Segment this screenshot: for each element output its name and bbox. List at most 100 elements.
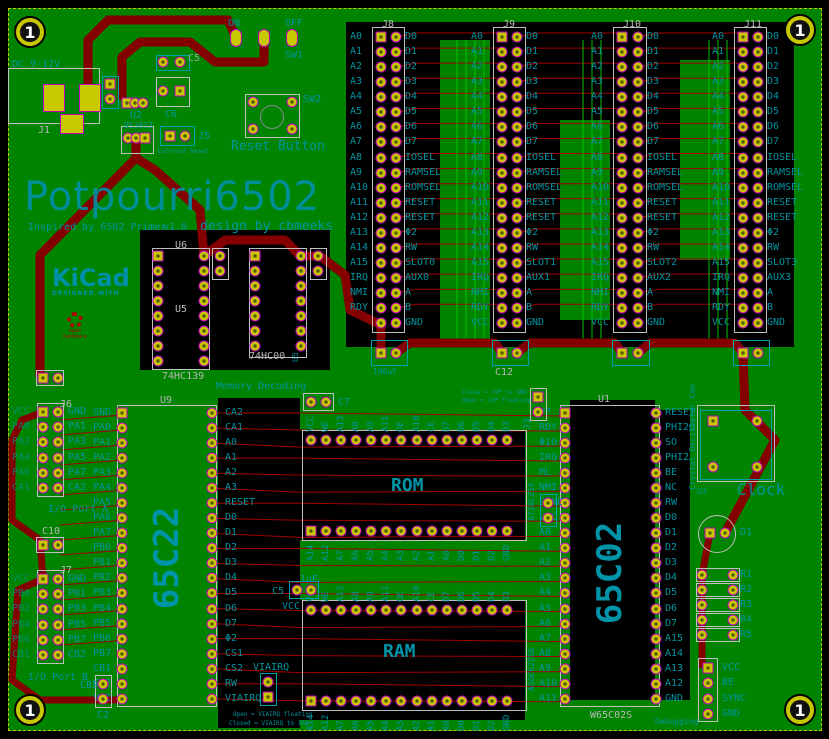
pin-label: AUX1 [526, 272, 551, 284]
header-pin [511, 91, 523, 103]
oshw-text: open hardware [63, 328, 87, 340]
button-pin [247, 123, 259, 135]
chip-ref: U9 [160, 395, 173, 406]
signal-trace [211, 442, 566, 448]
header-pin [616, 91, 628, 103]
pin-label: A14 [350, 241, 369, 253]
header-ref: J9 [503, 19, 516, 30]
chip-pin [350, 695, 362, 707]
cap-outline [156, 55, 190, 71]
header-pin [375, 106, 387, 118]
pin-label: A6 [351, 550, 362, 561]
switch-pin [258, 29, 270, 47]
chip-part: AS6C62256 [527, 647, 536, 691]
header-pin [375, 167, 387, 179]
pin-label: CA2 [68, 482, 87, 493]
pin-label: A0 [225, 437, 238, 449]
header-pin [616, 136, 628, 148]
switch-pin [230, 29, 242, 47]
pin-label: A15 [471, 257, 490, 269]
chip-pin [650, 557, 662, 569]
header-pin [496, 136, 508, 148]
header-pin [616, 242, 628, 254]
pin-label: D0 [456, 720, 467, 731]
resistor-pin [696, 614, 708, 626]
header-pin [511, 61, 523, 73]
pin-label: RDY [591, 302, 610, 314]
chip-pin [501, 434, 513, 446]
chip-pin [650, 527, 662, 539]
port-trace [59, 504, 123, 511]
pin-label: A9 [350, 166, 363, 178]
port-trace [59, 429, 123, 436]
chip-pin [471, 525, 483, 537]
chip-pin [365, 525, 377, 537]
header-pin [375, 136, 387, 148]
ground-clearance-zone [570, 400, 655, 700]
chip-pin [335, 525, 347, 537]
header-pin [752, 257, 764, 269]
pin-label: A14 [712, 241, 731, 253]
chip-pin [650, 407, 662, 419]
chip-pin [471, 695, 483, 707]
chip-pin [206, 648, 218, 660]
chip-pin [650, 482, 662, 494]
header-pin [616, 46, 628, 58]
mounting-hole: 1 [784, 14, 816, 46]
pin-label: IOSEL [526, 151, 557, 163]
cap-label: CB2 [80, 680, 99, 691]
chip-pin [116, 693, 128, 705]
signal-trace [212, 547, 566, 552]
chip-pin [456, 604, 468, 616]
pin-label: RAMSEL [526, 166, 563, 178]
debug-header-outline [698, 658, 718, 722]
pin-label: PB3 [68, 603, 87, 615]
pin-label: A0 [591, 31, 604, 42]
port-pin [52, 421, 64, 433]
pin-label: PB5 [68, 618, 87, 630]
button-pin [247, 96, 259, 108]
chip-pin [206, 437, 218, 449]
header-pin [511, 182, 523, 194]
header-pin [375, 152, 387, 164]
chip-pin [206, 467, 218, 479]
mounting-hole: 1 [784, 694, 816, 726]
pin-label: PB0 [93, 542, 112, 554]
chip-pin [559, 527, 571, 539]
port-pin [37, 619, 49, 631]
chip-pin [206, 572, 218, 584]
signal-trace [212, 457, 566, 462]
ground-clearance-zone [660, 410, 690, 700]
pin-label: A7 [539, 632, 552, 644]
pin-label: VCC [591, 317, 610, 329]
button-cap [260, 105, 284, 129]
port-trace [59, 414, 123, 421]
pin-label: NMI [471, 287, 490, 299]
pin-label: D5 [767, 106, 780, 118]
chip-pin [650, 542, 662, 554]
pin-label: A8 [712, 151, 725, 163]
header-pin [737, 136, 749, 148]
reset-button[interactable] [245, 94, 300, 138]
net-label: VCC [282, 601, 301, 612]
header-pin [632, 167, 644, 179]
pin-label: RDY [539, 422, 558, 434]
debug-pin-label: BE [722, 677, 735, 689]
pin-label: A9 [471, 166, 484, 178]
pin-label: IOSEL [405, 151, 436, 163]
chip-part: 74HC00 [249, 351, 286, 362]
header-pin [752, 106, 764, 118]
pin-label: D2 [526, 61, 539, 73]
header-pin [375, 302, 387, 314]
cap-pad [511, 347, 523, 359]
chip-pin [206, 542, 218, 554]
jumper-outline [540, 494, 557, 527]
chip-pin [501, 604, 513, 616]
header-pin [390, 182, 402, 194]
debug-pin-label: VCC [722, 662, 741, 673]
chip-pin [650, 678, 662, 690]
chip-pin [152, 250, 164, 262]
pin-label: D7 [665, 617, 678, 629]
oscillator-inner [700, 410, 772, 480]
